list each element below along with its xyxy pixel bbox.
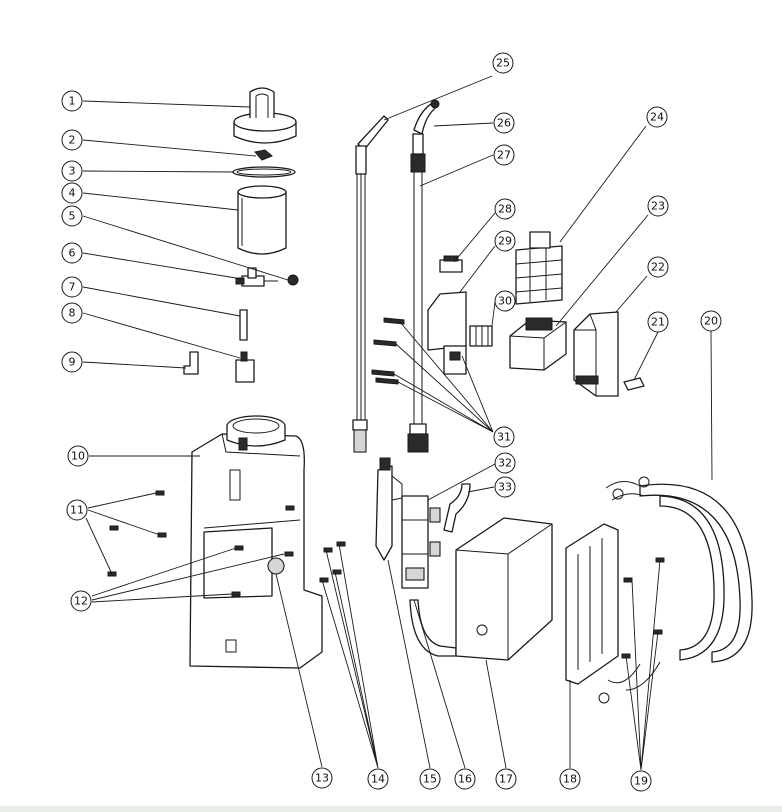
- callout-25: 25: [492, 52, 514, 74]
- part-battery-holder: [573, 311, 619, 397]
- callout-33: 33: [494, 476, 516, 498]
- callout-11: 11: [66, 499, 88, 521]
- svg-text:15: 15: [423, 773, 437, 786]
- part-filter-screen: [515, 231, 563, 305]
- part-lid-handle: [233, 87, 297, 144]
- callout-20: 20: [700, 310, 722, 332]
- part-clip: [183, 351, 199, 375]
- callout-12: 12: [70, 590, 92, 612]
- svg-text:30: 30: [498, 295, 512, 308]
- svg-text:28: 28: [498, 203, 512, 216]
- callout-30: 30: [494, 290, 516, 312]
- part-gasket-ring: [232, 166, 296, 178]
- svg-text:23: 23: [651, 200, 665, 213]
- part-back-plate: [565, 523, 619, 685]
- part-terminal-block: [469, 325, 493, 347]
- svg-text:16: 16: [458, 773, 472, 786]
- callout-24: 24: [646, 106, 668, 128]
- callout-14: 14: [367, 768, 389, 790]
- callout-26: 26: [493, 112, 515, 134]
- part-strap-screws: [621, 557, 665, 659]
- part-wand-left: [352, 115, 389, 453]
- svg-text:31: 31: [497, 431, 511, 444]
- svg-text:13: 13: [315, 772, 329, 785]
- part-switch-bracket: [427, 291, 467, 375]
- callout-4: 4: [61, 182, 83, 204]
- callout-17: 17: [495, 768, 517, 790]
- leader-lines: [82, 75, 713, 771]
- callout-19: 19: [630, 770, 652, 792]
- callout-21: 21: [647, 311, 669, 333]
- callout-8: 8: [61, 302, 83, 324]
- part-connector-small: [439, 255, 463, 273]
- svg-text:18: 18: [563, 773, 577, 786]
- part-trigger-handle: [375, 457, 403, 561]
- part-knob: [254, 149, 273, 161]
- callout-5: 5: [61, 205, 83, 227]
- callout-27: 27: [493, 144, 515, 166]
- part-strap-frame: [598, 476, 753, 704]
- svg-text:2: 2: [69, 134, 76, 147]
- svg-text:24: 24: [650, 111, 664, 124]
- callout-1: 1: [61, 90, 83, 112]
- svg-text:8: 8: [69, 307, 76, 320]
- callout-23: 23: [647, 195, 669, 217]
- svg-text:33: 33: [498, 481, 512, 494]
- svg-text:20: 20: [704, 315, 718, 328]
- callout-10: 10: [67, 445, 89, 467]
- callout-9: 9: [61, 351, 83, 373]
- callout-32: 32: [494, 452, 516, 474]
- part-filter-cup: [237, 185, 287, 255]
- callout-18: 18: [559, 768, 581, 790]
- bottom-strip: [0, 806, 782, 812]
- callout-13: 13: [311, 767, 333, 789]
- svg-text:17: 17: [499, 773, 513, 786]
- part-shaft: [239, 309, 248, 341]
- part-pump-body: [401, 495, 441, 589]
- callout-6: 6: [61, 242, 83, 264]
- callout-31: 31: [493, 426, 515, 448]
- svg-text:19: 19: [634, 775, 648, 788]
- svg-text:32: 32: [498, 457, 512, 470]
- svg-text:5: 5: [69, 210, 76, 223]
- callout-22: 22: [647, 256, 669, 278]
- svg-text:1: 1: [69, 95, 76, 108]
- svg-text:25: 25: [496, 57, 510, 70]
- callout-28: 28: [494, 198, 516, 220]
- svg-text:29: 29: [498, 235, 512, 248]
- part-washer: [287, 274, 299, 286]
- callout-2: 2: [61, 129, 83, 151]
- svg-text:27: 27: [497, 149, 511, 162]
- svg-text:10: 10: [71, 450, 85, 463]
- svg-text:4: 4: [69, 187, 76, 200]
- part-tank-body: [189, 415, 323, 669]
- svg-text:7: 7: [69, 281, 76, 294]
- part-bracket-box: [455, 517, 553, 661]
- svg-text:26: 26: [497, 117, 511, 130]
- part-valve-fitting: [235, 267, 278, 287]
- callout-29: 29: [494, 230, 516, 252]
- svg-text:14: 14: [371, 773, 385, 786]
- svg-text:9: 9: [69, 356, 76, 369]
- callouts: 1 2 3 4 5 6 7 8 9 10 11 12 13 14 15 16 1…: [61, 52, 722, 792]
- svg-text:21: 21: [651, 316, 665, 329]
- svg-text:12: 12: [74, 595, 88, 608]
- part-elbow-hose: [443, 483, 471, 533]
- svg-text:22: 22: [651, 261, 665, 274]
- part-battery: [509, 317, 567, 371]
- svg-text:3: 3: [69, 165, 76, 178]
- svg-text:6: 6: [69, 247, 76, 260]
- callout-15: 15: [419, 768, 441, 790]
- callout-7: 7: [61, 276, 83, 298]
- part-cylinder: [235, 351, 255, 383]
- callout-3: 3: [61, 160, 83, 182]
- svg-text:11: 11: [70, 504, 84, 517]
- part-wand-right: [407, 99, 440, 453]
- callout-16: 16: [454, 768, 476, 790]
- part-screws: [371, 317, 405, 385]
